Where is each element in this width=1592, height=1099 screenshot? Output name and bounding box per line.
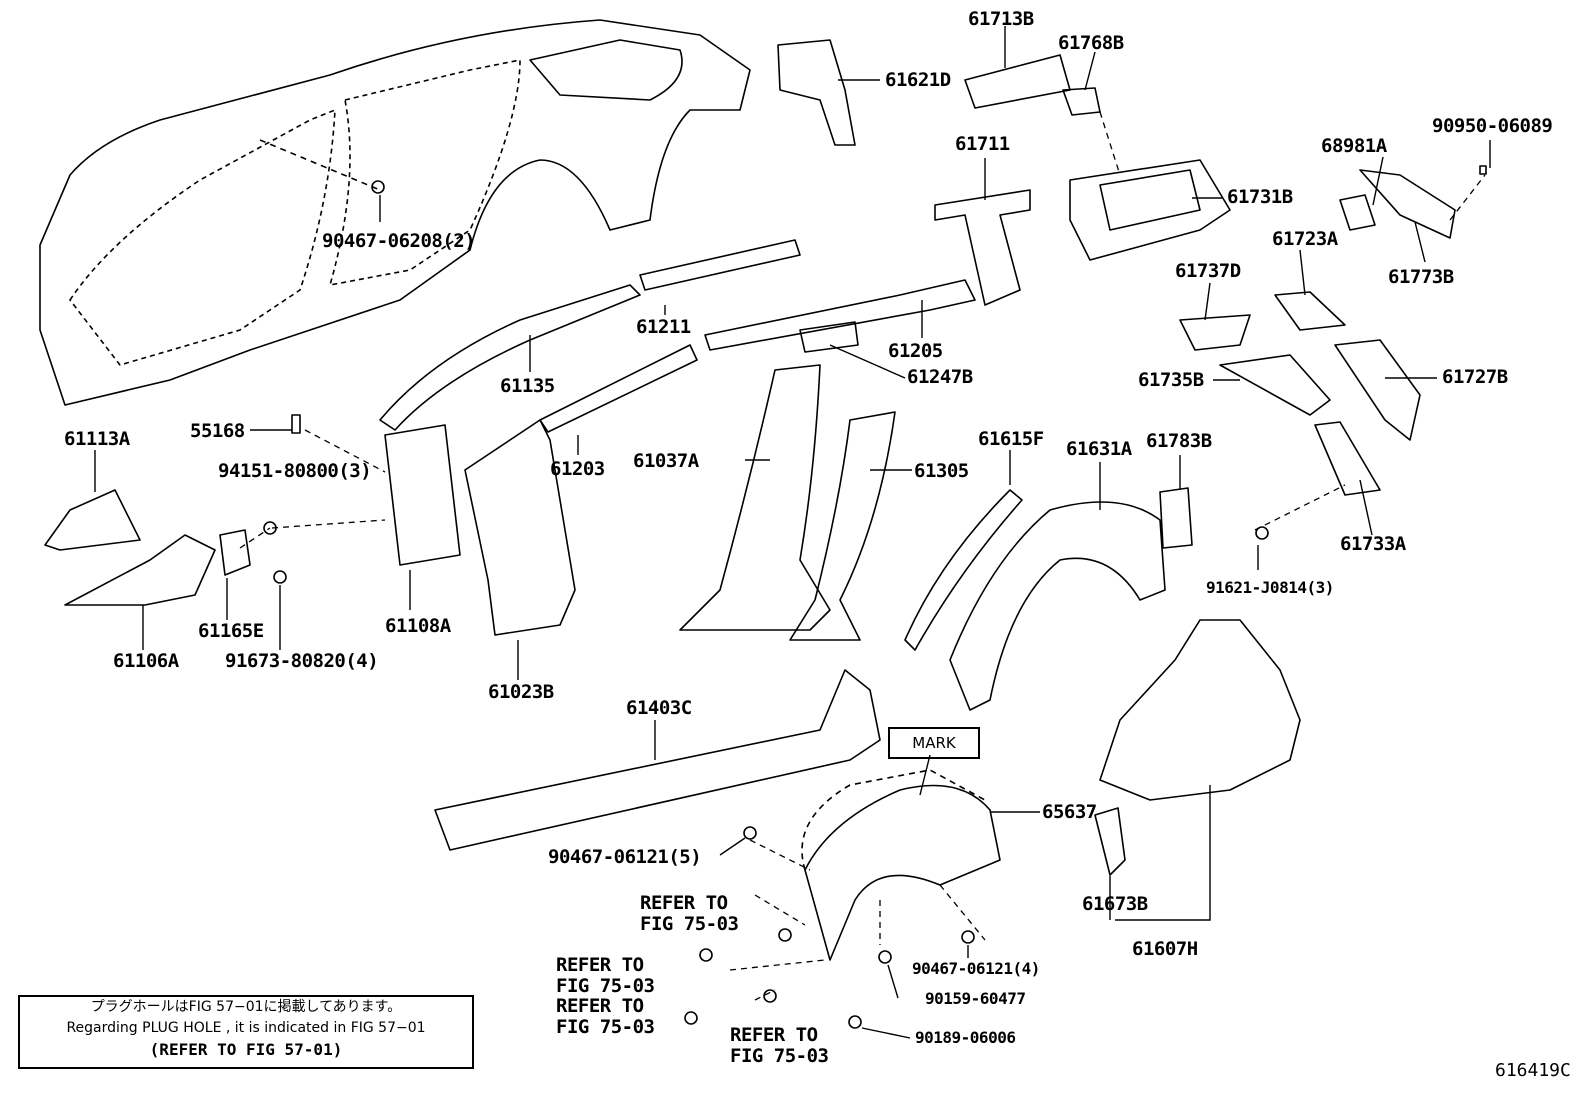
label-refer-to-2: REFER TO [556, 954, 644, 976]
label-61733a: 61733A [1340, 533, 1406, 555]
label-61023b: 61023B [488, 681, 554, 703]
label-61737d: 61737D [1175, 260, 1241, 282]
bracket-61113a [44, 489, 141, 551]
wheelhouse-inner-61607h [1099, 619, 1301, 801]
rocker-61403c [434, 669, 881, 851]
label-55168: 55168 [190, 420, 245, 442]
label-90467-06208: 90467-06208(2) [322, 230, 476, 252]
outer-side-panel [39, 19, 751, 406]
center-pillar-upper [934, 189, 1031, 306]
quarter-panel-61731b [1069, 159, 1231, 261]
fasteners [263, 165, 1487, 1029]
bracket-61247b [799, 321, 859, 353]
label-refer-to-4: REFER TO [730, 1024, 818, 1046]
wheelhouse-61615f [904, 489, 1023, 651]
bracket-61621d [777, 39, 856, 146]
label-61723a: 61723A [1272, 228, 1338, 250]
label-61113a: 61113A [64, 428, 130, 450]
label-90950-06089: 90950-06089 [1432, 115, 1553, 137]
label-90189-06006: 90189-06006 [915, 1028, 1016, 1047]
label-61211: 61211 [636, 316, 691, 338]
label-refer-to-3: REFER TO [556, 995, 644, 1017]
label-61615f: 61615F [978, 428, 1044, 450]
label-68981a: 68981A [1321, 135, 1387, 157]
label-61135: 61135 [500, 375, 555, 397]
label-94151-80800: 94151-80800(3) [218, 460, 372, 482]
label-61713b: 61713B [968, 8, 1034, 30]
label-61731b: 61731B [1227, 186, 1293, 208]
label-61711: 61711 [955, 133, 1010, 155]
label-refer-to-1: REFER TO [640, 892, 728, 914]
roof-inner-rail [704, 279, 976, 351]
center-pillar-61037a [679, 364, 831, 631]
pad-61783b [1159, 487, 1193, 549]
label-61631a: 61631A [1066, 438, 1132, 460]
bracket-61737d [1179, 314, 1251, 351]
wheel-liner-65637 [804, 784, 1001, 961]
label-refer-fig-2: FIG 75-03 [556, 975, 655, 997]
note-line-japanese: プラグホールはFIG 57−01に掲載してあります。 [90, 999, 402, 1015]
label-61205: 61205 [888, 340, 943, 362]
label-61037a: 61037A [633, 450, 699, 472]
bracket-61773b [1359, 169, 1456, 239]
label-61106a: 61106A [113, 650, 179, 672]
label-61305: 61305 [914, 460, 969, 482]
label-61247b: 61247B [907, 366, 973, 388]
label-refer-fig-3: FIG 75-03 [556, 1016, 655, 1038]
note-line-refer: (REFER TO FIG 57-01) [149, 1040, 343, 1059]
label-refer-fig-4: FIG 75-03 [730, 1045, 829, 1067]
roof-side-rail [379, 239, 801, 431]
bracket-61735b [1219, 354, 1331, 416]
label-61607h: 61607H [1132, 938, 1198, 960]
label-61165e: 61165E [198, 620, 264, 642]
label-61621d: 61621D [885, 69, 951, 91]
label-65637: 65637 [1042, 801, 1097, 823]
label-61673b: 61673B [1082, 893, 1148, 915]
bracket-61106a [64, 534, 216, 606]
bracket-61713b [964, 54, 1071, 109]
label-61108a: 61108A [385, 615, 451, 637]
front-pillar-61023b [464, 419, 576, 636]
plug-hole-note: プラグホールはFIG 57−01に掲載してあります。 Regarding PLU… [18, 995, 474, 1069]
front-pillar-61108a [384, 424, 461, 566]
label-91621-j0814: 91621-J0814(3) [1206, 578, 1334, 597]
label-90467-06121-5: 90467-06121(5) [548, 846, 702, 868]
bracket-61733a [1314, 421, 1381, 496]
mark-box: MARK [888, 727, 980, 759]
note-line-english: Regarding PLUG HOLE , it is indicated in… [66, 1020, 426, 1036]
label-61735b: 61735B [1138, 369, 1204, 391]
label-61768b: 61768B [1058, 32, 1124, 54]
label-91673-80820: 91673-80820(4) [225, 650, 379, 672]
bracket-61727b [1334, 339, 1421, 441]
bracket-61768b [1062, 87, 1101, 116]
label-90159-60477: 90159-60477 [925, 989, 1026, 1008]
label-refer-fig-1: FIG 75-03 [640, 913, 739, 935]
label-61403c: 61403C [626, 697, 692, 719]
bracket-61673b [1094, 807, 1126, 876]
label-61773b: 61773B [1388, 266, 1454, 288]
bracket-61723a [1274, 291, 1346, 331]
bracket-68981a [1339, 194, 1376, 231]
label-61203: 61203 [550, 458, 605, 480]
label-90467-06121-4: 90467-06121(4) [912, 959, 1040, 978]
bracket-61165e [219, 529, 251, 576]
figure-code: 616419C [1495, 1060, 1571, 1081]
label-61727b: 61727B [1442, 366, 1508, 388]
inner-panel-61203 [539, 344, 698, 433]
wheelhouse-61631a [949, 501, 1166, 711]
label-61783b: 61783B [1146, 430, 1212, 452]
